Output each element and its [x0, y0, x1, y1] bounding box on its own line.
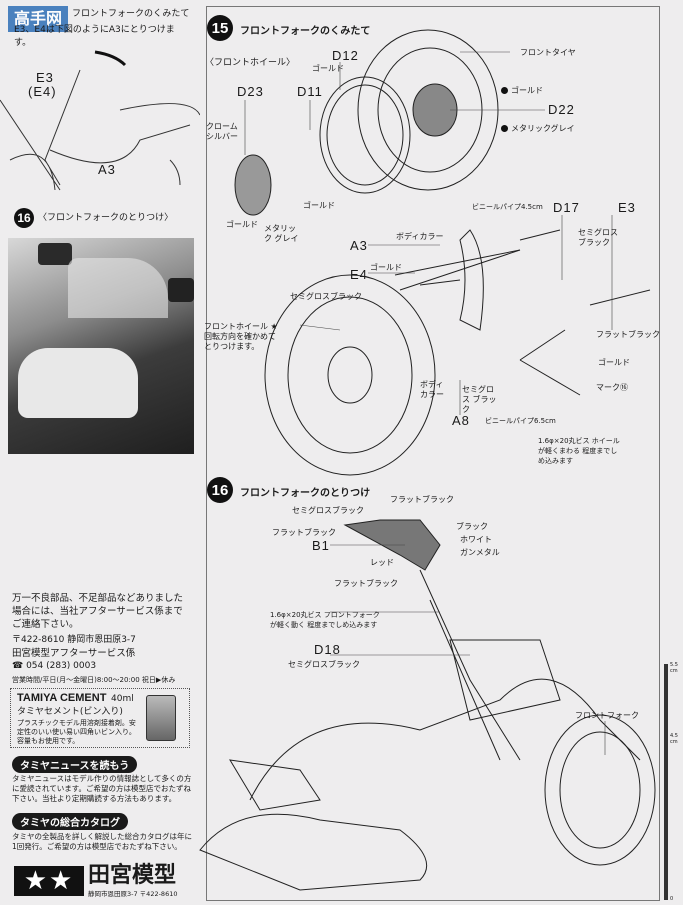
service-text: 万一不良部品、不足部品などありました場合には、当社アフターサービス係までご連絡下…: [12, 593, 184, 630]
service-hours: 営業時間/平日(月〜金曜日)8:00〜20:00 祝日▶休み: [12, 676, 176, 684]
prev-step-title: フロントフォークのくみたて: [72, 9, 190, 19]
paint-white-16: ホワイト: [460, 535, 492, 544]
paint-gold-5: ゴールド: [370, 263, 402, 272]
paint-flat-black-16-3: フラットブラック: [334, 579, 398, 588]
fork-attach-drawing: [0, 50, 200, 191]
part-a8: A8: [452, 413, 470, 428]
tamiya-logo-address: 静岡市恩田原3-7 〒422-8610: [88, 890, 178, 898]
cement-text: プラスチックモデル用溶剤接着剤。安定性のいい使い易い四角いビン入り。容量もお使用…: [17, 719, 136, 745]
tamiya-logo-name: 田宮模型: [88, 863, 177, 888]
phone-number: 054 (283) 0003: [26, 661, 97, 671]
paint-body-color-2: ボディ カラー: [420, 380, 444, 399]
prev-step-text: E3、E4は下図のようにA3にとりつけます。: [14, 25, 175, 48]
part-d22: D22: [548, 102, 575, 117]
part-a3: A3: [350, 238, 368, 253]
catalog-text: タミヤの全製品を詳しく解説した総合カタログは年に1回発行。ご希望の方は模型店でお…: [12, 832, 192, 851]
scale-label-mid: 4.5 cm: [670, 733, 678, 745]
part-d18: D18: [314, 642, 341, 657]
paint-flat-black-1: フラットブラック: [596, 330, 660, 339]
label-screw-note-16: 1.6φ×20丸ビス フロントフォークが軽く動く 程度までしめ込みます: [270, 611, 380, 629]
paint-gold-2: ゴールド: [498, 86, 543, 96]
label-front-wheel-note: フロントホイール ★回転方向を確かめて とりつけます。: [204, 322, 278, 351]
paint-gold-6: ゴールド: [598, 358, 630, 367]
news-text: タミヤニュースはモデル作りの情報誌として多くの方に愛読されています。ご希望の方は…: [12, 774, 192, 803]
cement-ad: TAMIYA CEMENT 40ml タミヤセメント(ビン入り) プラスチックモ…: [10, 688, 190, 748]
label-vinyl-pipe-45: ビニールパイプ4.5cm: [472, 203, 543, 211]
instruction-panel: [206, 6, 660, 901]
paint-gold-3: ゴールド: [226, 220, 258, 229]
paint-label: ゴールド: [511, 86, 543, 95]
part-d12: D12: [332, 48, 359, 63]
paint-gunmetal-16: ガンメタル: [460, 548, 500, 557]
cement-brand: TAMIYA CEMENT: [17, 692, 107, 704]
step16-number: 16: [207, 477, 233, 503]
scale-label-top: 5.5 cm: [670, 662, 678, 674]
label-vinyl-pipe-65: ビニールパイプ6.5cm: [485, 417, 556, 425]
step16-title: フロントフォークのとりつけ: [240, 488, 371, 499]
part-label-e3: E3: [36, 70, 54, 85]
label-front-tire: フロントタイヤ: [520, 48, 576, 57]
windscreen: [68, 258, 168, 318]
part-b1: B1: [312, 538, 330, 553]
part-label-a3: A3: [98, 162, 116, 177]
service-address: 〒422-8610 静岡市恩田原3-7: [12, 635, 136, 645]
phone-icon: ☎: [12, 661, 27, 671]
part-e4: E4: [350, 267, 368, 282]
paint-metallic-grey-1: メタリックグレイ: [498, 124, 575, 134]
tamiya-star-logo: ★★: [14, 866, 84, 896]
step16-photo-title: 〈フロントフォークのとりつけ〉: [38, 213, 174, 223]
cement-name: タミヤセメント(ビン入り): [17, 707, 123, 717]
paint-black-16: ブラック: [456, 522, 488, 531]
scale-label-bottom: 0: [670, 896, 674, 902]
paint-semigloss-black-16-2: セミグロスブラック: [288, 660, 360, 669]
paint-gold-4: ゴールド: [303, 201, 335, 210]
paint-chrome-silver: クローム シルバー: [206, 122, 238, 141]
paint-semigloss-black-3: セミグロス ブラック: [462, 385, 497, 414]
fuel-tank: [18, 348, 138, 418]
part-label-e4: (E4): [28, 84, 57, 99]
paint-semigloss-black-2: セミグロスブラック: [290, 292, 362, 301]
part-e3: E3: [618, 200, 636, 215]
catalog-heading: タミヤの総合カタログ: [12, 813, 128, 830]
label-mark16: マーク⑯: [596, 383, 628, 392]
step15-subtitle: 〈フロントホイール〉: [205, 58, 296, 68]
paint-flat-black-16-1: フラットブラック: [390, 495, 454, 504]
paint-semigloss-black-1: セミグロス ブラック: [578, 228, 618, 247]
news-heading: タミヤニュースを読もう: [12, 756, 138, 773]
part-d11: D11: [297, 84, 323, 99]
label-front-fork: フロントフォーク: [575, 711, 639, 720]
paint-label: ゴールド: [312, 64, 344, 73]
paint-metallic-grey-2: メタリック グレイ: [264, 224, 299, 243]
paint-dot-icon: [501, 125, 508, 132]
step16-photo-number: 16: [14, 208, 34, 228]
paint-gold-1: ゴールド: [312, 64, 344, 74]
watermark-logo: 高手网: [8, 6, 68, 32]
mirror-left: [38, 243, 72, 265]
motorcycle-photo: [8, 238, 194, 454]
length-scale-bar: [664, 664, 668, 900]
step15-title: フロントフォークのくみたて: [240, 26, 371, 37]
paint-flat-black-16-2: フラットブラック: [272, 528, 336, 537]
cement-bottle-icon: [146, 695, 176, 741]
service-phone: ☎ 054 (283) 0003: [12, 660, 96, 673]
paint-semigloss-black-16: セミグロスブラック: [292, 506, 364, 515]
paint-label: メタリックグレイ: [511, 124, 575, 133]
paint-red-16: レッド: [370, 558, 394, 567]
paint-body-color-1: ボディカラー: [396, 232, 444, 241]
label-screw-note-15: 1.6φ×20丸ビス ホイールが軽くまわる 程度までしめ込みます: [538, 437, 620, 465]
part-d23: D23: [237, 84, 264, 99]
cement-volume: 40ml: [111, 694, 134, 704]
step15-number: 15: [207, 15, 233, 41]
mirror-right: [168, 278, 194, 302]
paint-dot-icon: [501, 87, 508, 94]
part-d17: D17: [553, 200, 580, 215]
service-dept: 田宮模型アフターサービス係: [12, 648, 136, 659]
